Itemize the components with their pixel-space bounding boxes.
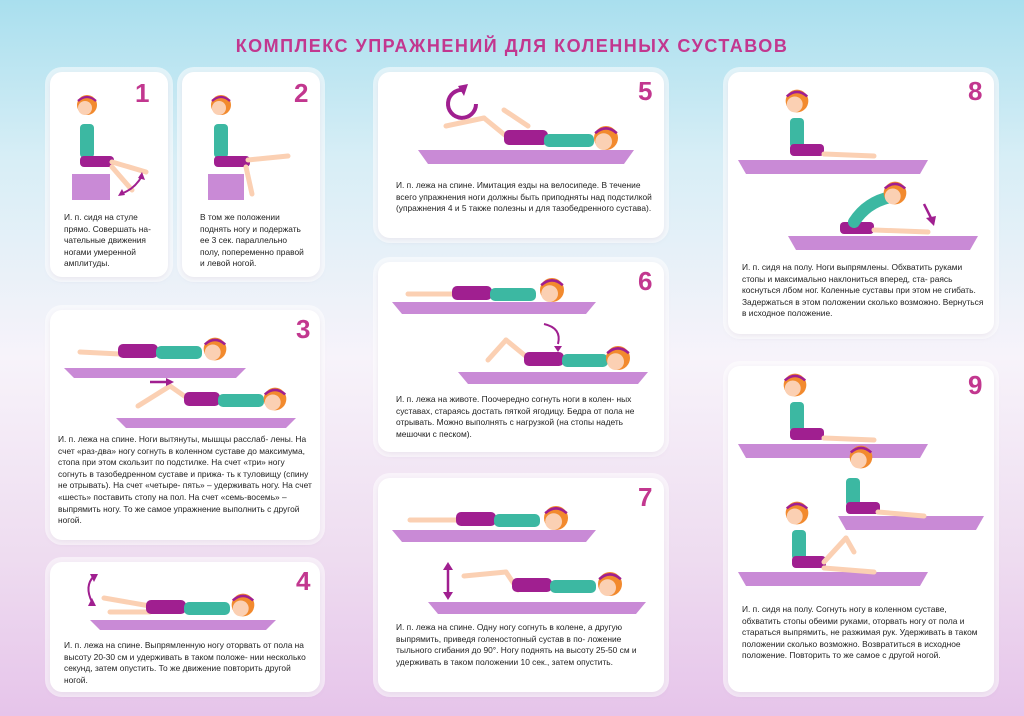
exercise-illustration: [738, 372, 984, 586]
page-title: КОМПЛЕКС УПРАЖНЕНИЙ ДЛЯ КОЛЕННЫХ СУСТАВО…: [235, 36, 789, 56]
exercise-illustration: [392, 276, 648, 384]
exercise-description: И. п. лежа на спине. Имитация езды на ве…: [396, 180, 652, 214]
mat: [838, 516, 984, 530]
exercise-number: 7: [638, 482, 653, 512]
exercise-description: В том же положении поднять ногу и подерж…: [200, 212, 304, 269]
exercise-illustration: [392, 504, 646, 614]
exercise-number: 8: [968, 76, 983, 106]
exercise-card-3: 3 И. п. лежа на спине. Ноги вытянуты, мы…: [50, 310, 320, 540]
mat: [392, 530, 596, 542]
exercise-card-8: 8 И. п. сидя на полу. Ноги выпрямлены. О…: [728, 72, 994, 334]
mat: [64, 368, 246, 378]
exercise-card-9: 9 И. п. сидя на полу. Согнуть ногу в кол…: [728, 366, 994, 692]
exercise-card-6: 6 И. п. лежа на животе. Поочередно согну…: [378, 262, 664, 452]
exercise-card-4: 4 И. п. лежа на спине. Выпрямленную ногу…: [50, 562, 320, 692]
exercise-description: И. п. лежа на спине. Одну ногу согнуть в…: [396, 622, 637, 667]
mat: [458, 372, 648, 384]
mat: [418, 150, 634, 164]
exercise-description: И. п. лежа на спине. Выпрямленную ногу о…: [64, 640, 306, 685]
exercise-illustration: [72, 93, 149, 200]
exercise-description: И. п. лежа на спине. Ноги вытянуты, мышц…: [58, 434, 312, 526]
exercise-number: 6: [638, 266, 653, 296]
shorts: [80, 156, 114, 167]
mat: [738, 160, 928, 174]
mat: [392, 302, 596, 314]
exercise-card-1: 1 И. п. сидя на стуле прямо. Совершать н…: [50, 72, 168, 277]
exercise-illustration: [87, 574, 276, 630]
exercise-description: И. п. сидя на полу. Ноги выпрямлены. Обх…: [742, 262, 984, 319]
torso: [80, 124, 94, 158]
exercise-card-5: 5 И. п. лежа на спине. Имитация езды на …: [378, 72, 664, 238]
chair: [72, 174, 110, 200]
exercise-description: И. п. сидя на полу. Согнуть ногу в колен…: [742, 604, 978, 661]
mat: [738, 572, 928, 586]
exercise-number: 2: [294, 78, 309, 108]
exercise-card-2: 2 В том же положении поднять ногу и поде…: [182, 72, 320, 277]
mat: [116, 418, 296, 428]
exercise-illustration: [738, 88, 978, 250]
mat: [788, 236, 978, 250]
exercise-description: И. п. сидя на стуле прямо. Совершать на-…: [64, 212, 151, 269]
exercise-card-7: 7 И. п. лежа на спине. Одну ногу согнуть…: [378, 478, 664, 692]
exercise-number: 5: [638, 76, 653, 106]
exercise-description: И. п. лежа на животе. Поочередно согнуть…: [396, 394, 635, 439]
exercise-illustration: [208, 93, 291, 200]
exercise-number: 3: [296, 314, 311, 344]
mat: [738, 444, 928, 458]
chair: [208, 174, 244, 200]
exercise-number: 9: [968, 370, 983, 400]
exercise-illustration: [418, 84, 634, 164]
exercise-number: 1: [135, 78, 150, 108]
mat: [428, 602, 646, 614]
mat: [90, 620, 276, 630]
exercise-number: 4: [296, 566, 311, 596]
exercise-illustration: [64, 336, 296, 428]
